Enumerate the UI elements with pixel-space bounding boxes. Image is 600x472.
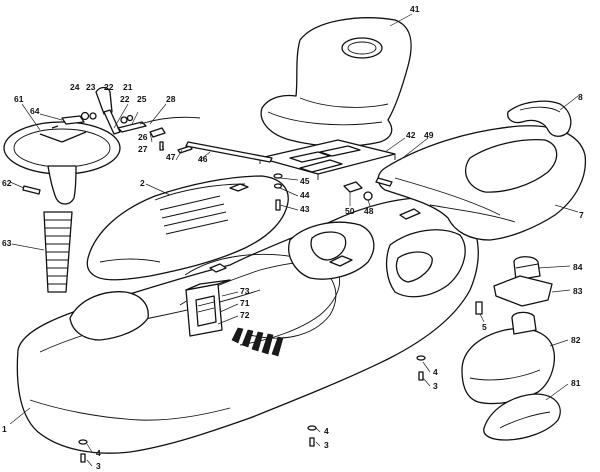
callout-46: 46 xyxy=(198,154,208,164)
callout-21: 21 xyxy=(123,82,133,92)
lever-assembly xyxy=(80,86,273,163)
callout-62: 62 xyxy=(2,178,12,188)
callout-84: 84 xyxy=(573,262,583,272)
callout-26: 26 xyxy=(138,132,148,142)
callout-28: 28 xyxy=(166,94,176,104)
steering-wheel xyxy=(3,115,121,205)
callout-22-mid: 22 xyxy=(120,94,130,104)
callout-83: 83 xyxy=(573,286,583,296)
rear-handle xyxy=(507,100,572,137)
steering-boot xyxy=(43,211,73,293)
callout-82: 82 xyxy=(571,335,581,345)
seat-hardware xyxy=(273,173,393,211)
callout-8: 8 xyxy=(578,92,583,102)
callout-49: 49 xyxy=(424,130,434,140)
callout-45: 45 xyxy=(300,176,310,186)
callout-5: 5 xyxy=(482,322,487,332)
callout-4-left: 4 xyxy=(96,448,101,458)
front-hood xyxy=(86,175,289,281)
steering-pin xyxy=(22,185,41,195)
callout-3-center: 3 xyxy=(324,440,329,450)
callout-43: 43 xyxy=(300,204,310,214)
callout-50: 50 xyxy=(345,206,355,216)
callout-47: 47 xyxy=(166,152,176,162)
callout-81: 81 xyxy=(571,378,581,388)
callout-25: 25 xyxy=(137,94,147,104)
callout-73: 73 xyxy=(240,286,250,296)
callout-63: 63 xyxy=(2,238,12,248)
leader-lines xyxy=(9,13,579,467)
callout-2: 2 xyxy=(140,178,145,188)
battery-box xyxy=(185,263,231,337)
callout-71: 71 xyxy=(240,298,250,308)
callout-23: 23 xyxy=(86,82,96,92)
callout-4-right: 4 xyxy=(433,367,438,377)
callout-44: 44 xyxy=(300,190,310,200)
screws-washers xyxy=(78,301,483,463)
callout-labels: 41 8 7 84 83 82 81 5 61 64 62 63 1 24 23… xyxy=(2,4,584,471)
callout-27: 27 xyxy=(138,144,148,154)
callout-4-center: 4 xyxy=(324,426,329,436)
callout-42: 42 xyxy=(406,130,416,140)
rear-fender xyxy=(377,125,587,241)
fuel-cap xyxy=(513,256,541,281)
hood-vents xyxy=(159,195,229,235)
callout-3-left: 3 xyxy=(96,461,101,471)
tank-bracket xyxy=(483,393,561,441)
callout-61: 61 xyxy=(14,94,24,104)
callout-64: 64 xyxy=(30,106,40,116)
callout-7: 7 xyxy=(579,210,584,220)
cap-mount xyxy=(493,275,553,307)
callout-3-right: 3 xyxy=(433,381,438,391)
seat-plate xyxy=(259,139,396,180)
callout-1: 1 xyxy=(2,424,7,434)
fuel-tank xyxy=(461,311,555,405)
callout-22-top: 22 xyxy=(104,82,114,92)
callout-48: 48 xyxy=(364,206,374,216)
callout-41: 41 xyxy=(410,4,420,14)
seat xyxy=(260,17,412,147)
grille-vents xyxy=(231,327,284,357)
callout-24: 24 xyxy=(70,82,80,92)
main-body-shell xyxy=(16,197,479,454)
callout-72: 72 xyxy=(240,310,250,320)
